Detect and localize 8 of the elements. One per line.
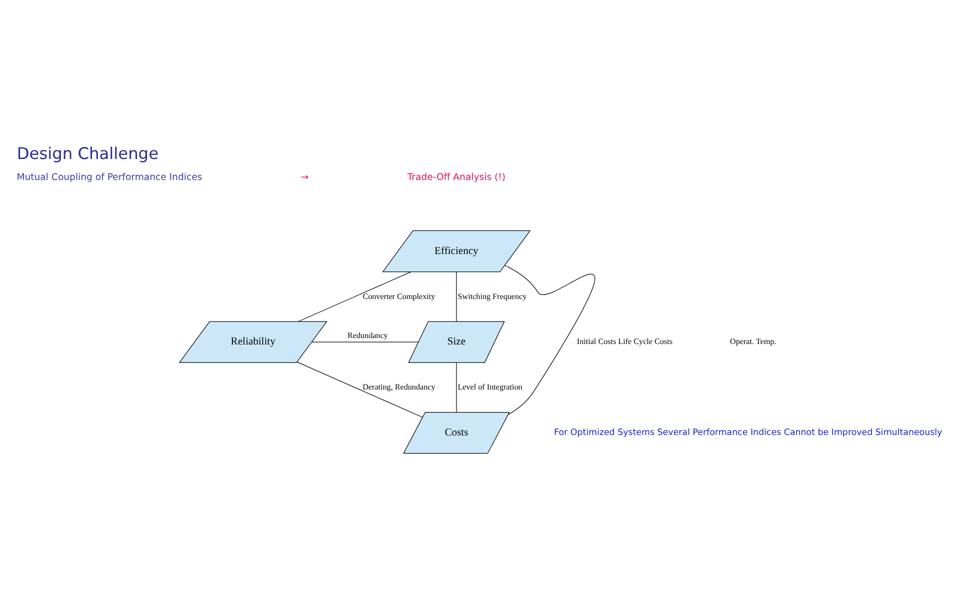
label: → bbox=[300, 172, 308, 184]
connector bbox=[504, 265, 594, 415]
label: Mutual Coupling of Performance Indices bbox=[16, 172, 202, 184]
label: For Optimized Systems Several Performance Indices Cannot be Improved Simultaneously bbox=[554, 428, 942, 438]
diagram-title: Design Challenge bbox=[16, 144, 158, 164]
connector bbox=[298, 272, 411, 322]
label: Trade-Off Analysis (!) bbox=[406, 172, 506, 184]
connector bbox=[296, 362, 422, 418]
